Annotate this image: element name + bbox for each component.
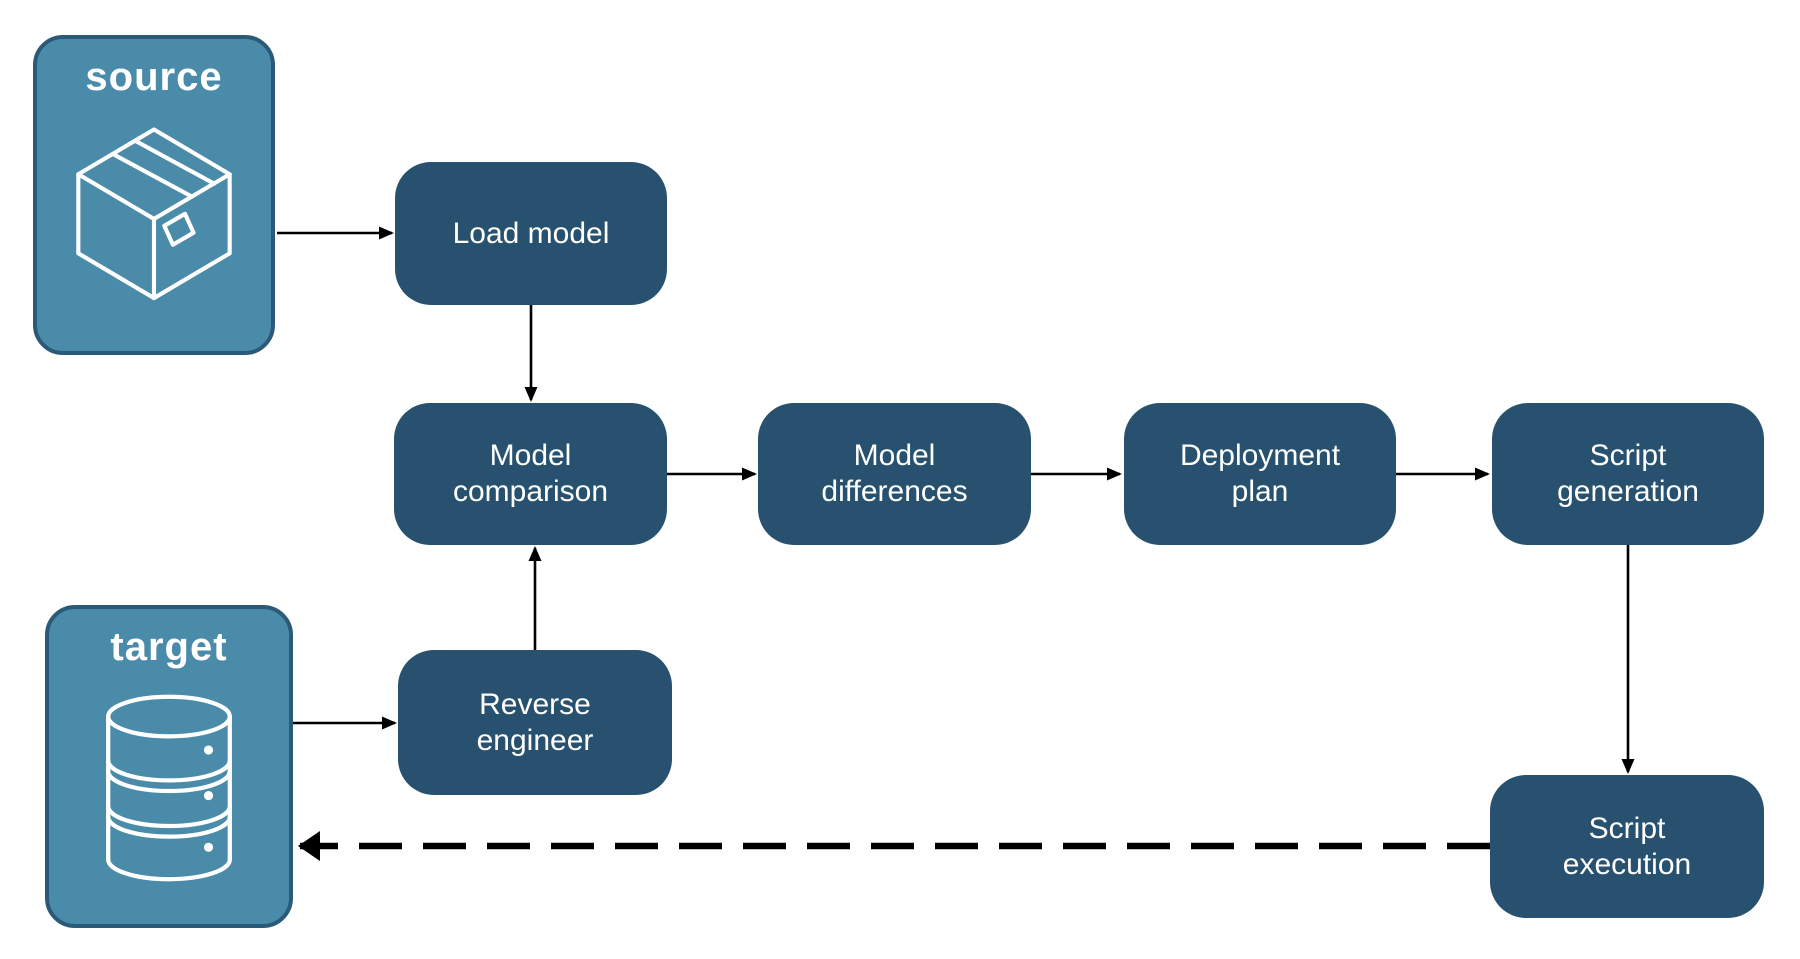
node-label: Model differences [821, 439, 968, 508]
node-label: Deployment plan [1179, 439, 1341, 508]
package-icon [76, 127, 232, 301]
target-label: target [110, 625, 228, 669]
node-label: Script generation [1557, 439, 1699, 508]
node-script-generation: Script generation [1492, 403, 1764, 545]
node-model-differences: Model differences [758, 403, 1031, 545]
node-deployment-plan: Deployment plan [1124, 403, 1396, 545]
database-icon [106, 694, 232, 882]
node-load-model: Load model [395, 162, 667, 305]
source-container: source [33, 35, 275, 355]
source-label: source [85, 55, 223, 99]
node-script-execution: Script execution [1490, 775, 1764, 918]
node-reverse-engineer: Reverse engineer [398, 650, 672, 795]
node-label: Script execution [1562, 811, 1692, 881]
node-model-comparison: Model comparison [394, 403, 667, 545]
node-label: Load model [452, 216, 610, 250]
node-label: Reverse engineer [476, 687, 594, 757]
node-label: Model comparison [452, 439, 609, 508]
target-container: target [45, 605, 293, 928]
